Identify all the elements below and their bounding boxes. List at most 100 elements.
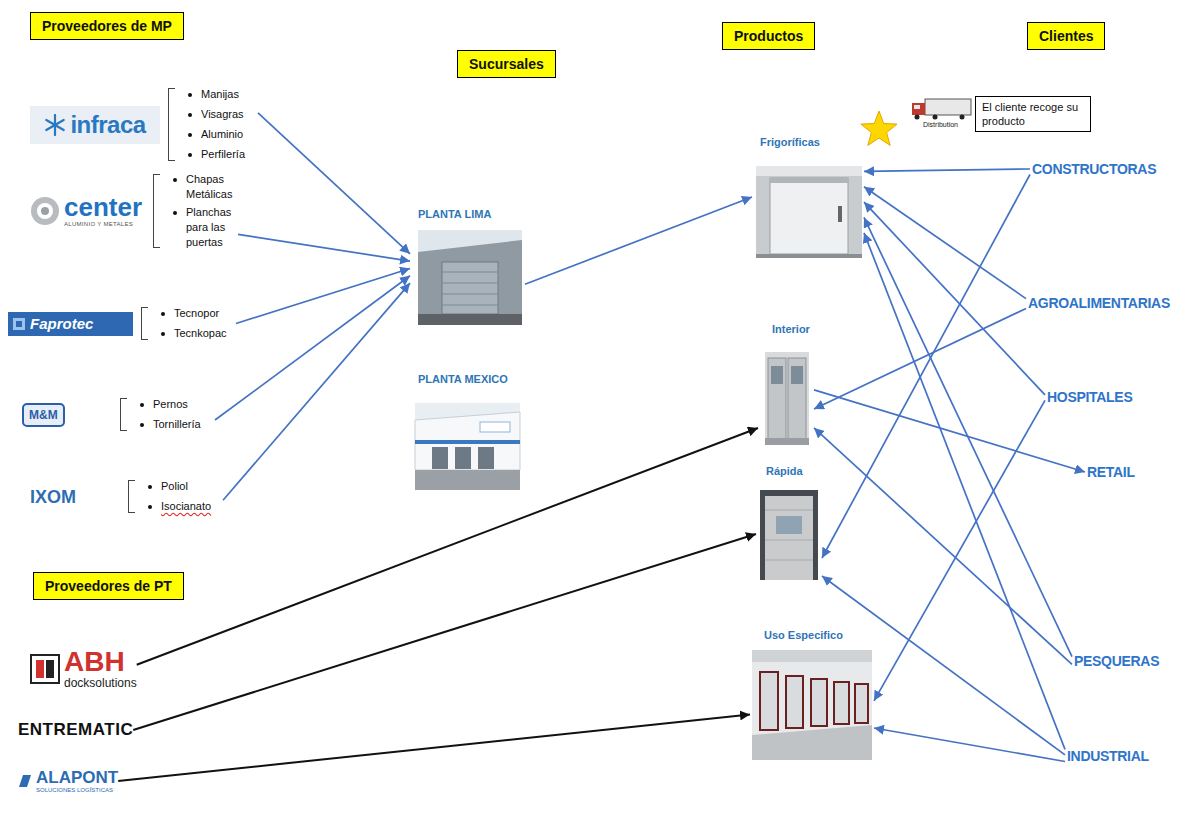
product-node: Frigoríficas	[752, 133, 864, 261]
bullet-dot	[148, 505, 152, 509]
logo-name: Faprotec	[30, 315, 93, 333]
arrow-connector	[238, 234, 410, 261]
product-node: Uso Especifico	[750, 626, 874, 762]
list-item: Pernos	[135, 396, 215, 413]
supplier-logo: centerALUMINIO Y METALES	[30, 194, 145, 228]
list-item: Planchas para las puertas	[168, 205, 238, 250]
icon-caption: Distribution	[923, 121, 958, 128]
arrow-connector	[814, 428, 1072, 664]
note-text: El cliente recoge su producto	[982, 100, 1084, 128]
material-item: Visagras	[201, 108, 244, 120]
bracket	[168, 88, 175, 161]
supplier-node: ABHdocksolutions	[30, 648, 137, 690]
product-node: PLANTA MEXICO	[410, 370, 525, 492]
list-item: Tecnopor	[156, 305, 236, 322]
supplier-logo: infraca	[30, 106, 160, 144]
material-item: Poliol	[161, 480, 188, 492]
logo-name: ALAPONT	[36, 768, 118, 787]
arrow-connector	[864, 169, 1030, 171]
arrow-connector	[215, 276, 410, 420]
logo-subtitle: docksolutions	[64, 676, 137, 690]
logo-icon	[44, 114, 66, 136]
material-item: Chapas Metálicas	[186, 173, 232, 200]
arrow-connector	[133, 534, 756, 730]
header-text: Proveedores de MP	[42, 18, 172, 34]
arrow-connector	[223, 283, 410, 500]
supplier-node: ALAPONTSOLUCIONES LOGÍSTICAS	[18, 768, 118, 794]
bullet-dot	[188, 133, 192, 137]
dock-photo	[752, 650, 872, 760]
logo-text-col: M&M	[22, 403, 65, 427]
product-label: PLANTA MEXICO	[418, 373, 525, 385]
list-item: Aluminio	[183, 126, 258, 143]
supplier-logo: ABHdocksolutions	[30, 648, 137, 690]
material-item: Pernos	[153, 398, 188, 410]
list-item: Isocianato	[143, 498, 223, 515]
list-item: Tornillería	[135, 416, 215, 433]
product-node: PLANTA LIMA	[410, 205, 525, 327]
client-label: CONSTRUCTORAS	[1030, 158, 1158, 180]
material-item: Tornillería	[153, 418, 201, 430]
bracket	[128, 480, 135, 513]
arrow-connector	[864, 202, 1045, 395]
logo-text-col: ALAPONTSOLUCIONES LOGÍSTICAS	[36, 768, 118, 794]
client-label: PESQUERAS	[1072, 650, 1161, 672]
arrow-connector	[874, 728, 1065, 762]
product-label: Rápida	[766, 465, 822, 477]
header-text: Proveedores de PT	[45, 578, 172, 594]
truck-icon	[912, 99, 971, 120]
bullet-dot	[161, 332, 165, 336]
plant-photo	[418, 230, 522, 325]
logo-name: IXOM	[30, 487, 76, 507]
client-name: AGROALIMENTARIAS	[1028, 295, 1170, 311]
logo-name: M&M	[22, 403, 65, 427]
logo-subtitle: ALUMINIO Y METALES	[64, 220, 133, 228]
bullet-dot	[148, 485, 152, 489]
material-item: Perfilería	[201, 148, 245, 160]
item-list: Chapas MetálicasPlanchas para las puerta…	[168, 172, 238, 250]
door-photo	[765, 352, 809, 445]
material-item: Tecnopor	[174, 307, 219, 319]
header-box: Productos	[722, 22, 815, 50]
logo-name: infraca	[70, 112, 145, 138]
client-name: HOSPITALES	[1047, 389, 1132, 405]
list-item: Chapas Metálicas	[168, 172, 238, 202]
bracket	[141, 307, 148, 340]
logo-text-col: infraca	[70, 112, 145, 138]
header-text: Sucursales	[469, 56, 544, 72]
logo-text-col: ABHdocksolutions	[64, 648, 137, 690]
client-label: RETAIL	[1085, 461, 1137, 483]
client-label: AGROALIMENTARIAS	[1026, 292, 1172, 314]
logo-name: center	[64, 194, 142, 220]
client-name: CONSTRUCTORAS	[1032, 161, 1156, 177]
material-item: Tecnkopac	[174, 327, 227, 339]
material-item: Manijas	[201, 88, 239, 100]
bullet-dot	[173, 211, 177, 215]
supplier-node: ENTREMATIC	[18, 720, 133, 740]
client-name: PESQUERAS	[1074, 653, 1159, 669]
logo-text-col: Faprotec	[30, 315, 93, 333]
bullet-dot	[188, 93, 192, 97]
client-name: INDUSTRIAL	[1067, 748, 1149, 764]
header-box: Proveedores de PT	[33, 572, 184, 600]
product-label: Frigoríficas	[760, 136, 864, 148]
star-symbol	[861, 111, 897, 145]
header-text: Productos	[734, 28, 803, 44]
arrow-connector	[137, 428, 758, 665]
door-photo	[756, 166, 862, 258]
material-item: Planchas para las puertas	[186, 206, 231, 248]
door-photo	[760, 490, 818, 580]
list-item: Perfilería	[183, 146, 258, 163]
client-label: HOSPITALES	[1045, 386, 1134, 408]
list-item: Poliol	[143, 478, 223, 495]
product-label: Interior	[772, 323, 814, 335]
supplier-node: IXOM PoliolIsocianato	[30, 478, 223, 515]
supplier-logo: M&M	[22, 403, 112, 427]
bullet-dot	[188, 153, 192, 157]
material-item: Isocianato	[161, 500, 211, 512]
arrow-connector	[864, 217, 1072, 656]
arrow-connector	[258, 113, 410, 254]
bullet-dot	[140, 403, 144, 407]
supplier-node: M&M PernosTornillería	[22, 396, 215, 433]
supplier-logo: ALAPONTSOLUCIONES LOGÍSTICAS	[18, 768, 118, 794]
